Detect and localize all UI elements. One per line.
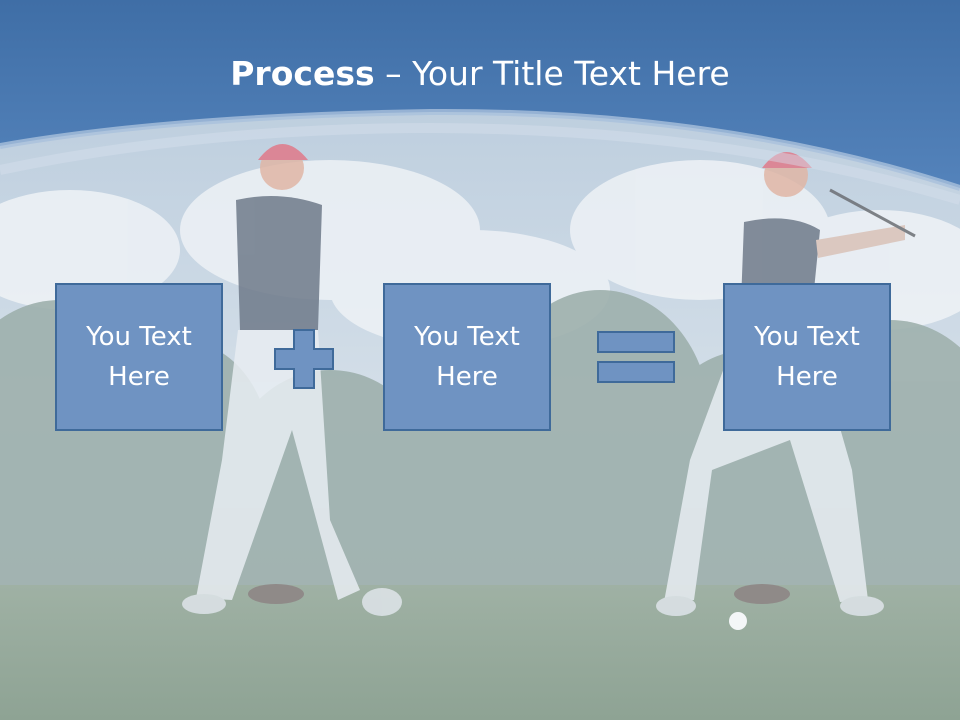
process-box-2[interactable]: You Text Here (383, 283, 551, 431)
equals-icon (597, 331, 675, 383)
process-box-3[interactable]: You Text Here (723, 283, 891, 431)
process-box-1[interactable]: You Text Here (55, 283, 223, 431)
title-bold: Process (230, 54, 375, 93)
process-box-3-text: You Text Here (754, 322, 860, 392)
process-box-1-text: You Text Here (86, 322, 192, 392)
title-rest: – Your Title Text Here (374, 54, 730, 93)
process-box-2-text: You Text Here (414, 322, 520, 392)
plus-icon (274, 329, 334, 389)
golf-ball (729, 612, 747, 630)
golfer-left (182, 144, 402, 616)
slide-title: Process – Your Title Text Here (0, 52, 960, 96)
